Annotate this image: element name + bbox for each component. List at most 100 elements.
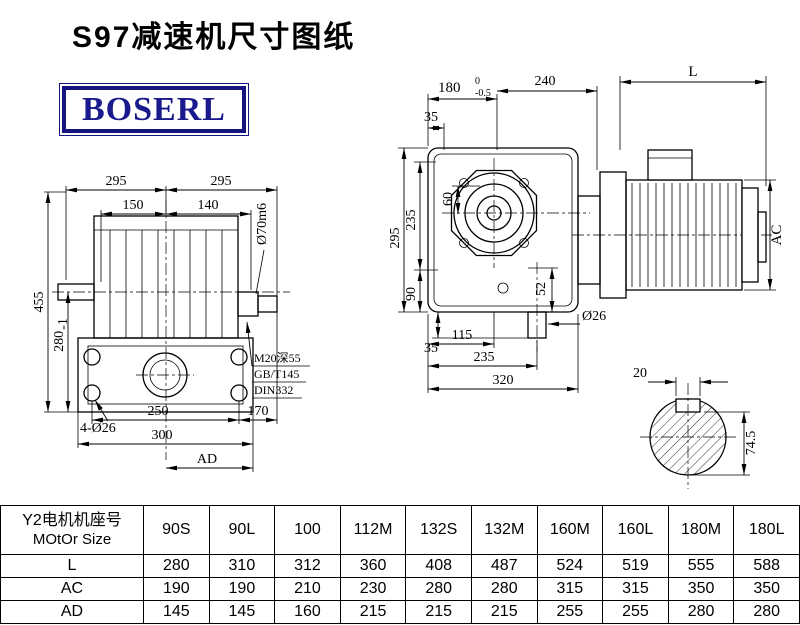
row-label: L [0, 554, 144, 578]
front-dim-AD: AD [197, 452, 217, 467]
table-header-motor-size: Y2电机机座号 MOtOr Size [0, 505, 144, 555]
cell: 215 [470, 600, 538, 624]
terminal-box [647, 149, 693, 181]
side-dim-60: 60 [441, 192, 456, 206]
side-dim-90: 90 [404, 287, 419, 301]
front-note-din332: DIN332 [254, 383, 293, 397]
cell: 350 [667, 577, 735, 601]
cell: 280 [405, 577, 472, 601]
front-dim-300: 300 [152, 428, 173, 443]
front-dim-295-right: 295 [211, 174, 232, 189]
cell: 280 [143, 554, 210, 578]
cell: 315 [536, 577, 604, 601]
side-dim-240: 240 [535, 74, 556, 89]
header-en: MOtOr Size [32, 531, 112, 549]
mounting-base [77, 337, 254, 413]
cell: 555 [667, 554, 735, 578]
cell: 280 [470, 577, 538, 601]
side-dim-235-bottom: 235 [474, 350, 495, 365]
front-dim-295-left: 295 [106, 174, 127, 189]
motor-dim-L: L [688, 64, 697, 80]
output-shaft-step2 [257, 295, 278, 313]
cell: 145 [143, 600, 210, 624]
section-dim-74-5: 74.5 [744, 431, 759, 456]
table-header-row: Y2电机机座号 MOtOr Size 90S 90L 100 112M 132S… [0, 505, 800, 555]
cell: 312 [274, 554, 341, 578]
cell: 315 [602, 577, 669, 601]
cell: 215 [339, 600, 407, 624]
gearbox-housing-side [427, 147, 579, 313]
boserl-logo: BOSERL [59, 82, 249, 137]
table-row-AC: AC 190 190 210 230 280 280 315 315 350 3… [0, 577, 800, 601]
side-dim-35-top: 35 [424, 110, 438, 125]
cell: 145 [208, 600, 276, 624]
col-header: 160M [536, 505, 604, 555]
side-dim-180: 180 [438, 80, 461, 96]
front-dim-140: 140 [198, 198, 219, 213]
front-dim-150: 150 [123, 198, 144, 213]
side-dim-235-left: 235 [404, 210, 419, 231]
row-label: AC [0, 577, 144, 601]
bolt-hole [230, 384, 248, 402]
col-header: 132S [405, 505, 472, 555]
side-dim-52: 52 [534, 282, 549, 296]
front-note-gbt145: GB/T145 [254, 367, 299, 381]
col-header: 90S [143, 505, 210, 555]
table-row-L: L 280 310 312 360 408 487 524 519 555 58… [0, 554, 800, 578]
col-header: 100 [274, 505, 341, 555]
col-header: 180M [667, 505, 735, 555]
front-note-m20: M20深55 [254, 351, 301, 365]
motor-fan-cover [757, 211, 767, 263]
front-callout-shaft-O70m6: Ø70m6 [255, 203, 270, 245]
cell: 190 [143, 577, 210, 601]
section-dim-20: 20 [633, 366, 647, 381]
cell: 255 [536, 600, 604, 624]
side-dim-320: 320 [493, 373, 514, 388]
cell: 160 [274, 600, 341, 624]
bolt-hole [83, 384, 101, 402]
motor-adapter [577, 195, 601, 285]
bolt-hole [230, 348, 248, 366]
side-dim-115: 115 [452, 328, 472, 343]
side-dim-295: 295 [388, 228, 403, 249]
motor-drawing: L AC [572, 64, 785, 299]
col-header: 180L [733, 505, 800, 555]
front-dim-280: 280-1 [52, 318, 71, 352]
front-dim-455: 455 [32, 292, 47, 313]
cell: 519 [602, 554, 669, 578]
motor-endcap [741, 187, 759, 283]
col-header: 90L [208, 505, 276, 555]
cell: 230 [339, 577, 407, 601]
front-callout-4xO26: 4-Ø26 [80, 421, 116, 436]
cell: 487 [470, 554, 538, 578]
row-label: AD [0, 600, 144, 624]
table-row-AD: AD 145 145 160 215 215 215 255 255 280 2… [0, 600, 800, 624]
side-dim-180-tol-hi: 0 [475, 76, 480, 87]
cell: 255 [602, 600, 669, 624]
side-dim-180-tol-lo: -0.5 [475, 88, 491, 99]
header-cn: Y2电机机座号 [22, 511, 122, 529]
shaft-section-drawing: 20 74.5 [633, 366, 759, 489]
cell: 524 [536, 554, 604, 578]
cell: 588 [733, 554, 800, 578]
cell: 280 [667, 600, 735, 624]
side-view-drawing: 180 0 -0.5 240 35 60 295 235 90 35 52 Ø2… [388, 74, 606, 393]
front-dim-250: 250 [148, 404, 169, 419]
cell: 360 [339, 554, 407, 578]
col-header: 132M [470, 505, 538, 555]
drain-plug [497, 282, 509, 294]
side-dim-35-bottom: 35 [424, 341, 438, 356]
cell: 280 [733, 600, 800, 624]
gearbox-housing-front [93, 215, 239, 339]
cell: 350 [733, 577, 800, 601]
front-dim-170: 170 [248, 404, 269, 419]
motor-dim-AC: AC [769, 225, 785, 246]
col-header: 160L [602, 505, 669, 555]
motor-size-table: Y2电机机座号 MOtOr Size 90S 90L 100 112M 132S… [0, 505, 800, 624]
cell: 310 [208, 554, 276, 578]
side-callout-O26: Ø26 [582, 309, 606, 324]
cell: 408 [405, 554, 472, 578]
cell: 190 [208, 577, 276, 601]
cell: 215 [405, 600, 472, 624]
output-shaft-step1 [237, 291, 259, 317]
